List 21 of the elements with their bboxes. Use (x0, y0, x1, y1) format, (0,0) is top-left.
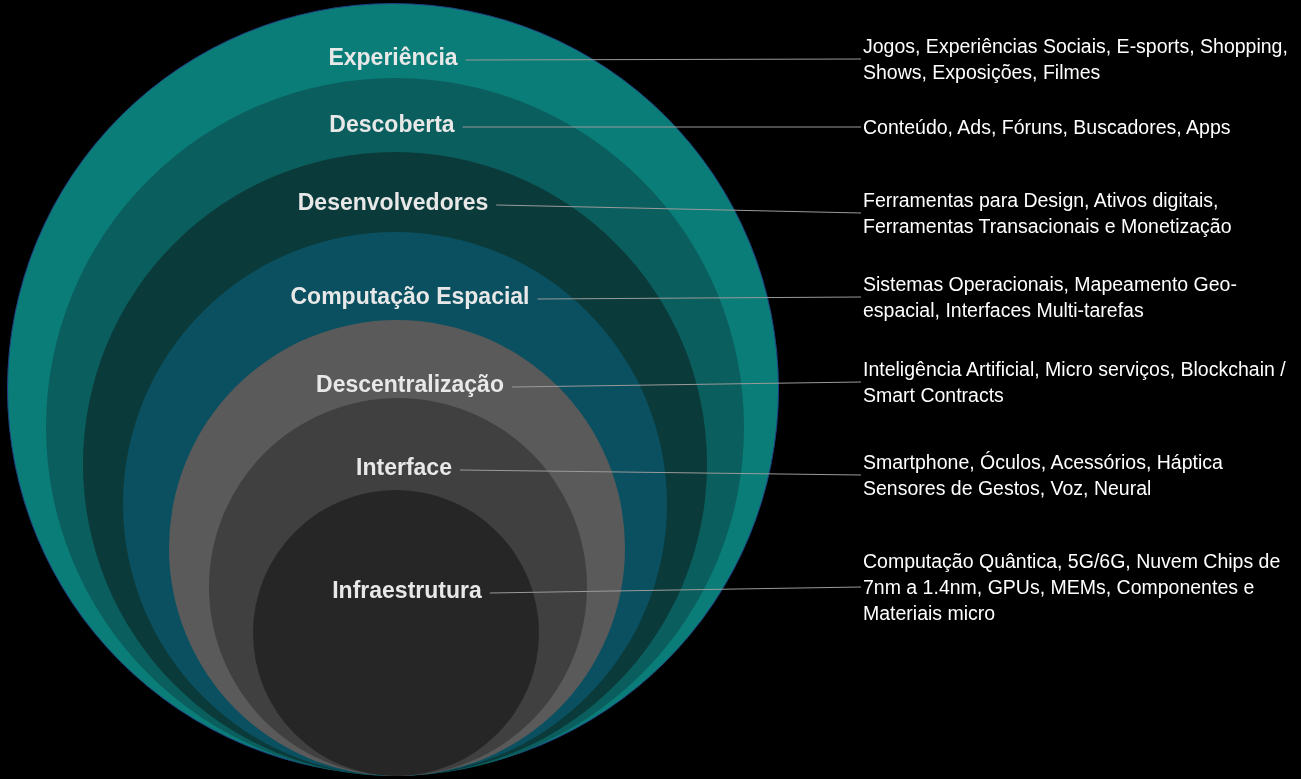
layer-title: Descoberta (329, 110, 455, 138)
layer-title: Descentralização (316, 370, 504, 398)
leader-line (462, 126, 862, 128)
layer-description: Computação Quântica, 5G/6G, Nuvem Chips de 7nm a 1.4nm, GPUs, MEMs, Componentes e Materiais micro (863, 548, 1293, 626)
leader-line (537, 296, 862, 300)
leader-line (495, 204, 862, 214)
leader-line (511, 381, 862, 388)
leader-line (465, 58, 862, 61)
layer-title: Infraestrutura (332, 576, 482, 604)
layer-description: Ferramentas para Design, Ativos digitais, Ferramentas Transacionais e Monetização (863, 187, 1293, 239)
layer-description: Smartphone, Óculos, Acessórios, Háptica Sensores de Gestos, Voz, Neural (863, 449, 1293, 501)
layer-description: Inteligência Artificial, Micro serviços, Blockchain / Smart Contracts (863, 356, 1293, 408)
layer-description: Jogos, Experiências Sociais, E-sports, Shopping, Shows, Exposições, Filmes (863, 33, 1293, 85)
layer-title: Desenvolvedores (297, 188, 489, 216)
layer-title: Computação Espacial (290, 282, 530, 310)
layer-title: Interface (356, 453, 452, 481)
leader-line (489, 586, 862, 594)
layer-description: Conteúdo, Ads, Fóruns, Buscadores, Apps (863, 114, 1293, 140)
layer-title: Experiência (328, 43, 458, 71)
leader-line (459, 469, 862, 476)
layer-description: Sistemas Operacionais, Mapeamento Geo-espacial, Interfaces Multi-tarefas (863, 271, 1293, 323)
